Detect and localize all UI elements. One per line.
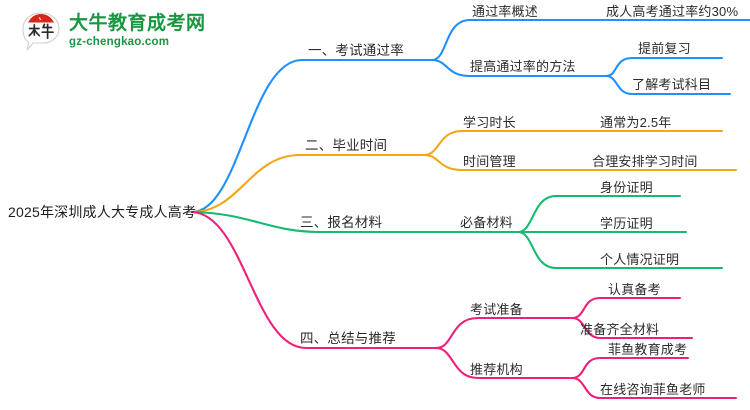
branch-2-lines (190, 129, 738, 214)
branch-1-child-1[interactable]: 通过率概述 (472, 4, 539, 19)
branch-4-leaf-2[interactable]: 准备齐全材料 (580, 322, 660, 337)
daniu-logo-icon (20, 11, 62, 52)
branch-4-leaf-1[interactable]: 认真备考 (608, 282, 661, 297)
branch-4-child-2[interactable]: 推荐机构 (470, 362, 523, 377)
branch-4-leaf-3[interactable]: 菲鱼教育成考 (608, 342, 688, 357)
branch-1-child-2[interactable]: 提高通过率的方法 (470, 59, 576, 74)
logo-title: 大牛教育成考网 (69, 12, 206, 34)
branch-3-lines (190, 194, 724, 270)
logo-subtitle: gz-chengkao.com (69, 35, 170, 48)
branch-4-leaf-4[interactable]: 在线咨询菲鱼老师 (600, 382, 706, 397)
branch-2-leaf-2[interactable]: 合理安排学习时间 (592, 154, 698, 169)
branch-1-topic[interactable]: 一、考试通过率 (308, 43, 404, 58)
branch-4-child-1[interactable]: 考试准备 (470, 302, 523, 317)
branch-1-leaf-3[interactable]: 了解考试科目 (632, 77, 712, 92)
branch-1-lines (190, 18, 750, 214)
branch-3-child-1[interactable]: 必备材料 (460, 215, 513, 230)
branch-2-child-2[interactable]: 时间管理 (463, 154, 516, 169)
branch-2-leaf-1[interactable]: 通常为2.5年 (600, 115, 672, 130)
logo-text-block: 大牛教育成考网 gz-chengkao.com (69, 14, 206, 49)
branch-4-lines (190, 210, 738, 400)
branch-2-child-1[interactable]: 学习时长 (463, 115, 516, 130)
site-logo: 大牛教育成考网 gz-chengkao.com (20, 11, 206, 52)
branch-3-leaf-1[interactable]: 身份证明 (600, 180, 653, 195)
branch-1-leaf-2[interactable]: 提前复习 (638, 41, 691, 56)
branch-3-leaf-3[interactable]: 个人情况证明 (600, 252, 680, 267)
branch-1-leaf-1[interactable]: 成人高考通过率约30% (606, 4, 739, 19)
branch-4-topic[interactable]: 四、总结与推荐 (300, 331, 396, 346)
branch-3-topic[interactable]: 三、报名材料 (300, 215, 383, 230)
branch-3-leaf-2[interactable]: 学历证明 (600, 216, 653, 231)
branch-2-topic[interactable]: 二、毕业时间 (305, 138, 388, 153)
mindmap-root-topic[interactable]: 2025年深圳成人大专成人高考 (8, 204, 197, 220)
